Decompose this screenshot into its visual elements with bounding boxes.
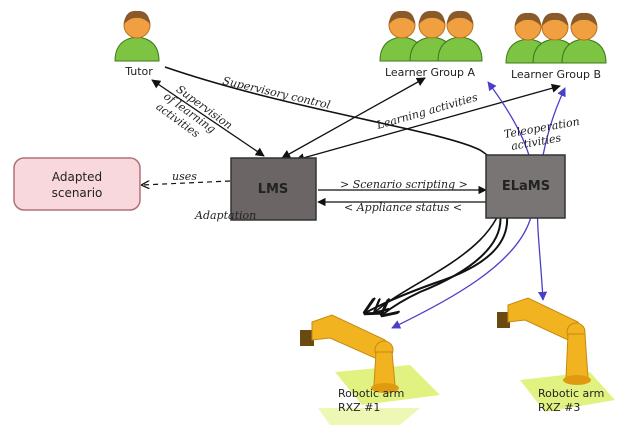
tutor-label: Tutor [124,65,153,78]
tutor-node: Tutor [114,10,160,78]
scenario-scripting-label: > Scenario scripting > [340,178,468,191]
robot-arm-3-node: Robotic arm RXZ #3 [497,297,615,414]
lms-node: LMS [230,157,317,221]
learner-b-person-icon-3 [561,12,607,64]
teleoperation-label-group: Teleoperation activities [503,115,581,153]
edge-uses [142,180,231,185]
robot-3-base-plate [520,372,615,412]
learner-group-b-label: Learner Group B [511,68,601,81]
elams-label: ELaMS [502,179,550,194]
elams-node: ELaMS [485,154,566,219]
robot-arm-3-label-2: RXZ #3 [538,401,580,414]
adapted-scenario-label-2: scenario [52,186,103,200]
learner-a-person-icon-3 [437,10,483,62]
edge-supervision [151,79,265,157]
robot-arm-1-icon [300,314,399,393]
tutor-person-icon [114,10,160,62]
adapted-scenario-node: Adapted scenario [13,157,141,211]
edge-elams-robot1 [365,204,509,315]
appliance-status-label: < Appliance status < [344,201,462,214]
adapted-scenario-label-1: Adapted [52,170,102,184]
robot-arm-1-label-1: Robotic arm [338,387,404,400]
learner-group-a-node: Learner Group A [379,10,483,79]
lms-label: LMS [258,182,289,197]
supervisory-control-label: Supervisory control [221,74,332,112]
learner-group-b-node: Learner Group B [505,12,607,81]
uses-label: uses [172,170,197,183]
robot-arm-1-label-2: RXZ #1 [338,401,380,414]
learning-activities-label: Learning activities [374,91,479,133]
edge-teleoperation-a [391,81,536,329]
robot-arm-3-icon [497,297,591,385]
learner-group-a-label: Learner Group A [385,66,476,79]
robot-arm-3-label-1: Robotic arm [538,387,604,400]
robot-arm-1-node: Robotic arm RXZ #1 [300,314,440,425]
adaptation-label: Adaptation [194,209,256,222]
supervision-label-group: Supervision of learning activities [154,83,235,141]
